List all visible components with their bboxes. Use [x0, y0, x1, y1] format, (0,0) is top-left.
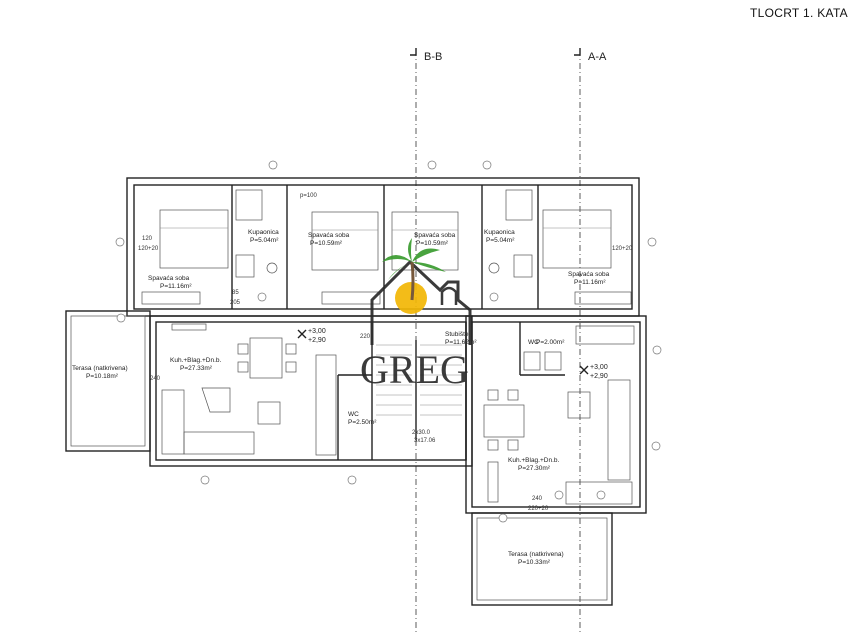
dim-220: 220: [360, 334, 371, 340]
level-left-bottom: +2,90: [308, 337, 326, 344]
terrace-right: [471, 512, 613, 606]
palm-leaves-icon: [382, 238, 446, 280]
column-markers: [115, 160, 662, 523]
wardrobes: [141, 291, 632, 305]
section-label-a: A-A: [588, 51, 607, 63]
terrace-left: [65, 310, 151, 452]
section-line-a: A-A: [574, 48, 607, 632]
greg-logo: GREG: [360, 238, 472, 392]
dim-85: 85: [232, 290, 239, 296]
terrace-right-name: Terasa (natkrivena): [508, 551, 564, 558]
terrace-right-area: P=10.33m²: [518, 559, 551, 566]
wc-left-area: P=2.50m²: [348, 419, 377, 426]
bed-left-area: P=11.16m²: [160, 283, 192, 290]
stair-name: Stubište: [445, 331, 469, 338]
wc-right-name: WC: [528, 339, 539, 346]
wc-right-area: P=2.00m²: [536, 339, 565, 346]
section-line-b: B-B: [410, 48, 442, 632]
dim-220-20: 220+20: [528, 506, 549, 512]
stair-treads: [376, 344, 462, 416]
bed-mid-right-area: P=10.59m²: [416, 240, 449, 247]
kitchen-right-name: Kuh.+Blag.+Dn.b.: [508, 457, 560, 464]
bed-mid-right-name: Spavaća soba: [414, 232, 456, 239]
stair-risers-label: 3x17.06: [414, 438, 436, 444]
level-right-top: +3,00: [590, 364, 608, 371]
dim-p100: p=100: [300, 193, 318, 199]
kitchen-left-name: Kuh.+Blag.+Dn.b.: [170, 357, 222, 364]
section-label-b: B-B: [424, 51, 442, 63]
dim-120-20-right: 120+20: [612, 246, 633, 252]
bathroom-left-fixtures: [235, 189, 278, 278]
bed-mid-left-area: P=10.59m²: [310, 240, 343, 247]
level-marks: +3,00 +2,90 +3,00 +2,90: [297, 328, 608, 380]
terrace-left-area: P=10.18m²: [86, 373, 119, 380]
bed-right-area: P=11.16m²: [574, 279, 606, 286]
terrace-left-name: Terasa (natkrivena): [72, 365, 128, 372]
dim-120-20: 120+20: [138, 246, 159, 252]
bath-left-area: P=5.04m²: [250, 237, 279, 244]
stair-annotation: 2x30.0 3x17.06: [412, 430, 436, 444]
bed-mid-left-name: Spavaća soba: [308, 232, 350, 239]
bed-left: [159, 209, 229, 269]
logo-text: GREG: [360, 347, 469, 392]
level-left-top: +3,00: [308, 328, 326, 335]
stair-area: P=11.62m²: [445, 339, 477, 346]
kitchen-right-furniture: [483, 325, 635, 505]
bath-right-area: P=5.04m²: [486, 237, 515, 244]
stair-treads-label: 2x30.0: [412, 430, 431, 436]
dim-205: 205: [230, 300, 241, 306]
kitchen-right-area: P=27.30m²: [518, 465, 551, 472]
bed-left-name: Spavaća soba: [148, 275, 190, 282]
palm-trunk-icon: [410, 261, 415, 301]
dim-240: 240: [150, 376, 161, 382]
sheet-title: TLOCRT 1. KATA: [749, 6, 848, 20]
kitchen-left-furniture: [161, 323, 337, 456]
room-labels: Spavaća soba P=11.16m² Kupaonica P=5.04m…: [72, 229, 610, 566]
bed-mid-left: [311, 211, 379, 271]
dim-240-right: 240: [532, 496, 543, 502]
bath-left-name: Kupaonica: [248, 229, 279, 236]
dimension-labels: 120 120+20 p=100 85 205 220 240 120+20 2…: [138, 193, 633, 512]
kitchen-left-area: P=27.33m²: [180, 365, 213, 372]
dim-120: 120: [142, 236, 153, 242]
bathroom-right-fixtures: [488, 189, 533, 278]
wc-left-name: WC: [348, 411, 359, 418]
bed-mid-right: [391, 211, 459, 271]
bath-right-name: Kupaonica: [484, 229, 515, 236]
level-right-bottom: +2,90: [590, 373, 608, 380]
bed-right-name: Spavaća soba: [568, 271, 610, 278]
bed-right: [542, 209, 612, 269]
